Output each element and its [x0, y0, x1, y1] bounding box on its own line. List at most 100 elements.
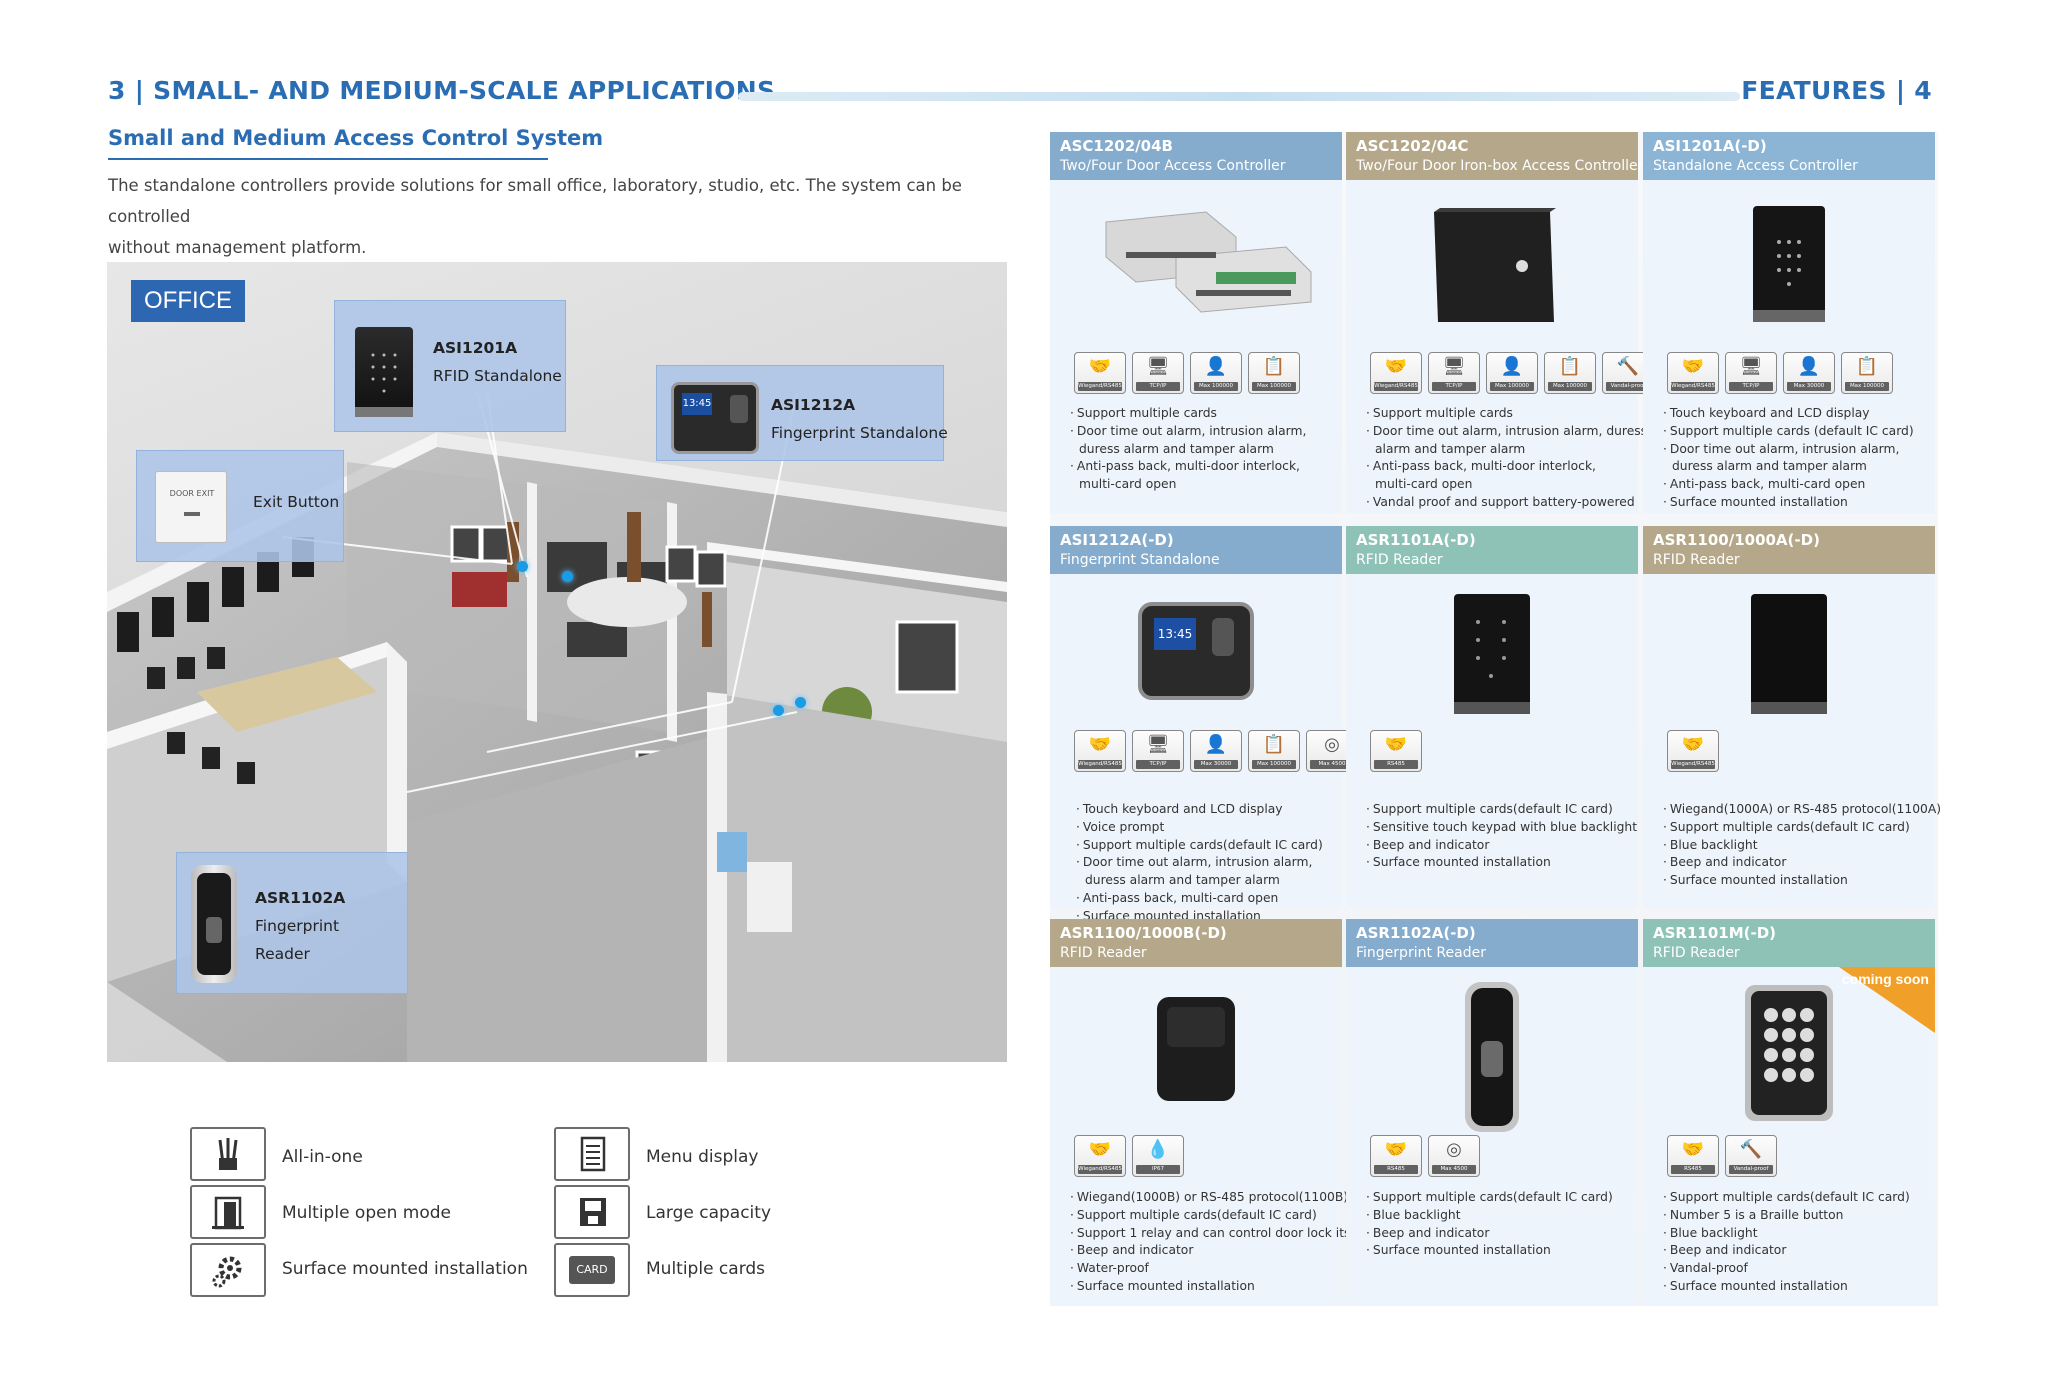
- product-model: ASI1201A(-D): [1653, 137, 1767, 155]
- feature-badges: 🤝RS485 🔨Vandal-proof: [1667, 1135, 1777, 1177]
- wiegand-icon: 🤝Wiegand/RS485: [1667, 730, 1719, 772]
- feature-item: Anti-pass back, multi-card open: [1076, 890, 1346, 908]
- location-dot: [795, 697, 806, 708]
- feature-list: Wiegand(1000A) or RS-485 protocol(1100A)…: [1663, 801, 1941, 890]
- feature-item: Anti-pass back, multi-door interlock,: [1366, 458, 1636, 476]
- product-card-asc1202-04b: ASC1202/04B Two/Four Door Access Control…: [1050, 132, 1342, 513]
- feature-item: Vandal proof and support battery-powered: [1366, 494, 1636, 512]
- location-dot: [517, 561, 528, 572]
- record-capacity-icon: 📋Max 100000: [1248, 730, 1300, 772]
- card-header: ASI1201A(-D) Standalone Access Controlle…: [1643, 132, 1935, 180]
- product-desc: Two/Four Door Iron-box Access Controller: [1356, 158, 1644, 174]
- record-capacity-icon: 📋Max 100000: [1248, 352, 1300, 394]
- product-card-asi1201a: ASI1201A(-D) Standalone Access Controlle…: [1643, 132, 1935, 513]
- controller-image: [1105, 211, 1312, 313]
- feature-list: Wiegand(1000B) or RS-485 protocol(1100B)…: [1070, 1189, 1366, 1296]
- legend-label-surface-mounted: Surface mounted installation: [282, 1259, 528, 1279]
- legend-label-all-in-one: All-in-one: [282, 1147, 363, 1167]
- user-capacity-icon: 👤Max 30000: [1190, 730, 1242, 772]
- feature-list: Support multiple cards(default IC card) …: [1663, 1189, 1933, 1296]
- fingerprint-sensor-icon: [1212, 618, 1234, 656]
- coming-soon-ribbon: coming soon: [1839, 967, 1935, 1033]
- feature-badges: 🤝Wiegand/RS485 🖥TCP/IP 👤Max 30000 📋Max 1…: [1074, 730, 1358, 772]
- product-desc: Fingerprint Standalone: [1060, 552, 1220, 568]
- feature-item: Support multiple cards (default IC card): [1663, 423, 1933, 441]
- feature-list: Touch keyboard and LCD display Support m…: [1663, 405, 1933, 512]
- tcp-ip-icon: 🖥TCP/IP: [1725, 352, 1777, 394]
- all-in-one-icon: [190, 1127, 266, 1181]
- feature-item: Support multiple cards: [1070, 405, 1340, 423]
- feature-item: Support multiple cards: [1366, 405, 1636, 423]
- feature-item: Number 5 is a Braille button: [1663, 1207, 1933, 1225]
- card-header: ASR1101A(-D) RFID Reader: [1346, 526, 1638, 574]
- feature-item: Support multiple cards(default IC card): [1663, 819, 1933, 837]
- multiple-open-mode-icon: [190, 1185, 266, 1239]
- legend-item-large-capacity: [554, 1185, 630, 1239]
- vandal-proof-icon: 🔨Vandal-proof: [1725, 1135, 1777, 1177]
- feature-item: multi-card open: [1079, 477, 1177, 492]
- exit-button-image: DOOR EXIT: [155, 471, 227, 543]
- page-subtitle: Small and Medium Access Control System: [108, 126, 604, 150]
- feature-item: Support multiple cards(default IC card): [1070, 1207, 1340, 1225]
- feature-item: multi-card open: [1375, 477, 1473, 492]
- section-title-right: FEATURES | 4: [1741, 76, 1932, 105]
- intro-line-2: without management platform.: [108, 238, 367, 257]
- product-desc: RFID Reader: [1653, 552, 1740, 568]
- device-screen: 13:45: [682, 393, 712, 415]
- exit-button-text: DOOR EXIT: [169, 489, 215, 498]
- feature-badges: 🤝Wiegand/RS485: [1667, 730, 1719, 772]
- wiegand-icon: 🤝Wiegand/RS485: [1074, 352, 1126, 394]
- rfid-keypad-reader-image: [1454, 594, 1530, 714]
- product-desc: Two/Four Door Access Controller: [1060, 158, 1286, 174]
- product-model: ASR1101A(-D): [1356, 531, 1476, 549]
- feature-item: Beep and indicator: [1663, 1242, 1933, 1260]
- feature-item: Beep and indicator: [1366, 837, 1636, 855]
- large-capacity-icon: [554, 1185, 630, 1239]
- feature-item: Door time out alarm, intrusion alarm,: [1070, 423, 1340, 441]
- card-header: ASC1202/04C Two/Four Door Iron-box Acces…: [1346, 132, 1644, 180]
- exit-button-label: Exit Button: [253, 493, 340, 511]
- rs485-icon: 🤝RS485: [1370, 1135, 1422, 1177]
- callout-asr1102a: ASR1102A Fingerprint Reader: [176, 852, 408, 994]
- feature-item: Surface mounted installation: [1663, 872, 1933, 890]
- record-capacity-icon: 📋Max 100000: [1841, 352, 1893, 394]
- feature-item: Beep and indicator: [1366, 1225, 1636, 1243]
- wiegand-icon: 🤝Wiegand/RS485: [1370, 352, 1422, 394]
- feature-item: Touch keyboard and LCD display: [1076, 801, 1346, 819]
- product-card-asr1101a: ASR1101A(-D) RFID Reader 🤝RS485 Support …: [1346, 526, 1638, 908]
- intro-line-1: The standalone controllers provide solut…: [108, 176, 962, 226]
- asr1102a-desc-1: Fingerprint: [255, 917, 340, 935]
- card-header: ASR1101M(-D) RFID Reader: [1643, 919, 1935, 967]
- asi1201a-device-image: [355, 327, 413, 417]
- legend-item-all-in-one: [190, 1127, 266, 1181]
- asr1102a-desc-2: Reader: [255, 945, 310, 963]
- device-screen: 13:45: [1154, 618, 1196, 650]
- product-desc: Standalone Access Controller: [1653, 158, 1858, 174]
- legend-label-menu-display: Menu display: [646, 1147, 759, 1167]
- fingerprint-capacity-icon: ◎Max 4500: [1428, 1135, 1480, 1177]
- legend-item-menu-display: [554, 1127, 630, 1181]
- product-model: ASC1202/04C: [1356, 137, 1469, 155]
- feature-item: duress alarm and tamper alarm: [1085, 873, 1280, 888]
- product-desc: RFID Reader: [1653, 945, 1740, 961]
- asr1102a-device-image: [191, 865, 237, 983]
- coming-soon-text: coming soon: [1841, 971, 1929, 987]
- feature-item: Surface mounted installation: [1663, 494, 1933, 512]
- feature-item: Wiegand(1000B) or RS-485 protocol(1100B): [1070, 1189, 1348, 1207]
- asi1212a-model: ASI1212A: [771, 396, 856, 414]
- feature-item: Blue backlight: [1366, 1207, 1636, 1225]
- menu-display-icon: [554, 1127, 630, 1181]
- wiegand-icon: 🤝Wiegand/RS485: [1074, 730, 1126, 772]
- ip67-icon: 💧IP67: [1132, 1135, 1184, 1177]
- feature-item: Door time out alarm, intrusion alarm,: [1076, 854, 1346, 872]
- product-model: ASR1100/1000B(-D): [1060, 924, 1227, 942]
- product-model: ASC1202/04B: [1060, 137, 1173, 155]
- asr1102a-model: ASR1102A: [255, 889, 346, 907]
- keypad-controller-image: [1753, 206, 1825, 322]
- product-model: ASR1100/1000A(-D): [1653, 531, 1820, 549]
- tcp-ip-icon: 🖥TCP/IP: [1132, 352, 1184, 394]
- feature-item: Anti-pass back, multi-card open: [1663, 476, 1933, 494]
- feature-list: Support multiple cards(default IC card) …: [1366, 801, 1637, 872]
- feature-item: Wiegand(1000A) or RS-485 protocol(1100A): [1663, 801, 1941, 819]
- tcp-ip-icon: 🖥TCP/IP: [1132, 730, 1184, 772]
